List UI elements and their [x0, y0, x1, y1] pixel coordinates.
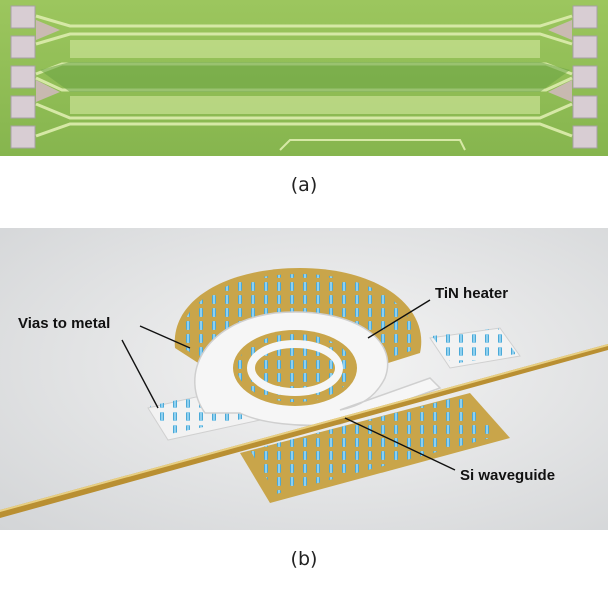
chip-bottom-trace: [279, 139, 466, 151]
label-tin-heater: TiN heater: [435, 285, 508, 302]
heater-inner-loop: [247, 340, 343, 396]
si-waveguide-highlight: [0, 344, 608, 512]
chip-pads-left: [10, 5, 36, 149]
via-array-right-pad: [432, 328, 516, 364]
via-array-front: [250, 396, 498, 494]
chip-pads-right: [572, 5, 598, 149]
leader-lines: [121, 299, 456, 471]
chip-micrograph-svg: [0, 0, 608, 156]
label-si-waveguide: Si waveguide: [460, 467, 555, 484]
label-vias-to-metal: Vias to metal: [18, 315, 110, 332]
chip-taper-regions: [36, 20, 572, 102]
panel-a-caption: (a): [290, 174, 318, 196]
chip-micrograph: [0, 0, 608, 156]
chip-band-top: [70, 40, 540, 58]
device-illustration-svg: Vias to metal TiN heater Si waveguide: [0, 228, 608, 530]
chip-center-ring: [40, 62, 570, 92]
chip-band-bottom: [70, 96, 540, 114]
panel-b-caption: (b): [290, 548, 318, 570]
device-illustration: Vias to metal TiN heater Si waveguide: [0, 228, 608, 530]
